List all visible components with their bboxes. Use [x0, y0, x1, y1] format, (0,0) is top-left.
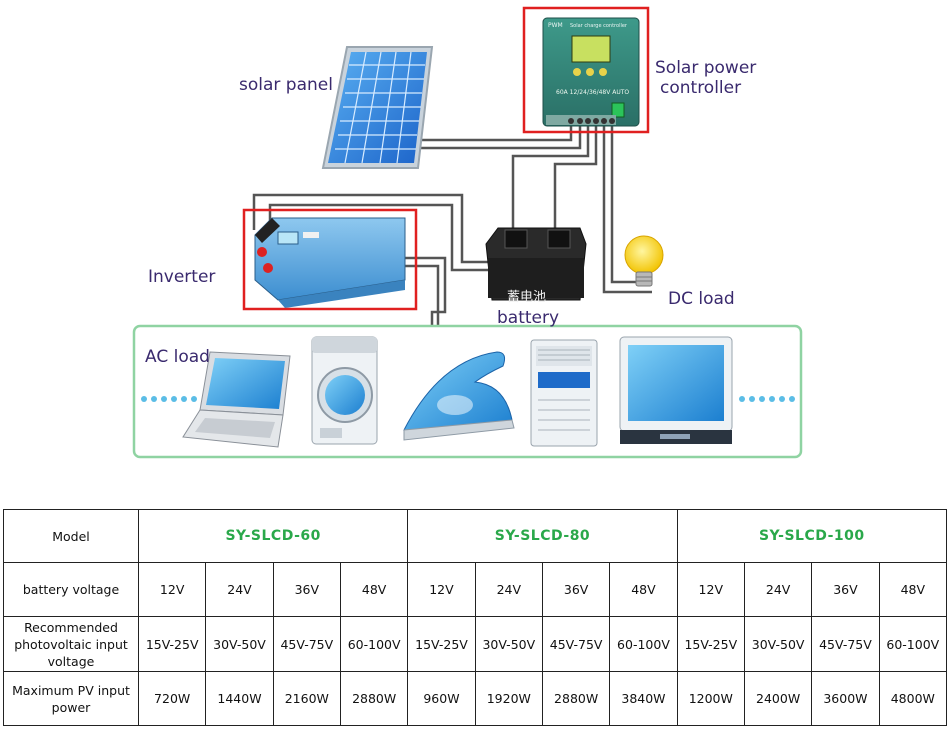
inverter-icon — [254, 217, 406, 308]
table-cell: 2400W — [743, 671, 813, 726]
table-cell: 720W — [137, 671, 207, 726]
table-cell: 3840W — [609, 671, 678, 726]
table-cell: 1200W — [676, 671, 745, 726]
washing-machine-icon — [311, 336, 378, 445]
tv-icon — [619, 336, 733, 444]
table-cell: 48V — [339, 562, 409, 617]
model-header: Model — [3, 509, 139, 563]
table-row-model: Model SY-SLCD-60 SY-SLCD-80 SY-SLCD-100 — [3, 509, 948, 563]
table-cell: 12V — [676, 562, 745, 617]
table-cell: 60-100V — [339, 616, 409, 672]
dots-left-icon — [141, 396, 197, 402]
table-cell: 36V — [811, 562, 880, 617]
inverter-label: Inverter — [148, 267, 215, 287]
table-cell: 2160W — [272, 671, 341, 726]
controller-label-line2: controller — [660, 78, 741, 98]
table-row-battery-voltage: battery voltage 12V 24V 36V 48V 12V 24V … — [3, 562, 948, 617]
table-cell: 15V-25V — [137, 616, 207, 672]
ac-load-label: AC load — [145, 347, 210, 367]
table-cell: 60-100V — [609, 616, 678, 672]
table-cell: 15V-25V — [407, 616, 476, 672]
table-cell: 24V — [474, 562, 543, 617]
solar-panel-icon — [321, 46, 434, 169]
dots-right-icon — [739, 396, 795, 402]
table-cell: 24V — [743, 562, 813, 617]
light-bulb-icon — [624, 235, 664, 287]
table-cell: 45V-75V — [541, 616, 611, 672]
table-cell: 48V — [609, 562, 678, 617]
table-cell: 960W — [407, 671, 476, 726]
controller-highlight-box — [522, 6, 650, 134]
table-cell: 30V-50V — [743, 616, 813, 672]
table-cell: 1920W — [474, 671, 543, 726]
table-cell: 2880W — [541, 671, 611, 726]
air-purifier-icon — [530, 339, 598, 447]
table-cell: 30V-50V — [474, 616, 543, 672]
battery-icon — [485, 227, 587, 301]
wiring — [252, 124, 652, 327]
table-cell: 36V — [272, 562, 341, 617]
table-row-pv-voltage: Recommended photovoltaic input voltage 1… — [3, 616, 948, 672]
model-name: SY-SLCD-60 — [137, 509, 409, 563]
controller-spec: 60A 12/24/36/48V AUTO — [556, 89, 629, 96]
iron-icon — [403, 351, 515, 441]
model-name: SY-SLCD-100 — [676, 509, 948, 563]
table-cell: 45V-75V — [272, 616, 341, 672]
table-cell: 1440W — [205, 671, 274, 726]
inverter-highlight-box — [242, 208, 418, 311]
dc-load-label: DC load — [668, 289, 735, 309]
model-name: SY-SLCD-80 — [407, 509, 678, 563]
table-cell: 48V — [878, 562, 948, 617]
diagram-canvas: PWM Solar charge controller 60A 12/24/36… — [132, 6, 803, 459]
row-label: Recommended photovoltaic input voltage — [3, 616, 139, 672]
laptop-icon — [182, 351, 291, 448]
table-cell: 15V-25V — [676, 616, 745, 672]
table-cell: 12V — [137, 562, 207, 617]
row-label: Maximum PV input power — [3, 671, 139, 726]
table-cell: 4800W — [878, 671, 948, 726]
ac-load-box — [132, 324, 803, 459]
solar-panel-label: solar panel — [239, 75, 333, 95]
row-label: battery voltage — [3, 562, 139, 617]
table-cell: 2880W — [339, 671, 409, 726]
controller-subtitle: Solar charge controller — [570, 23, 628, 29]
table-cell: 36V — [541, 562, 611, 617]
system-diagram: PWM Solar charge controller 60A 12/24/36… — [132, 6, 803, 459]
controller-icon — [542, 17, 640, 127]
battery-chinese-text: 蓄电池 — [507, 290, 546, 305]
spec-table: Model SY-SLCD-60 SY-SLCD-80 SY-SLCD-100 … — [3, 509, 948, 726]
controller-brand: PWM — [548, 22, 563, 29]
table-cell: 24V — [205, 562, 274, 617]
table-cell: 3600W — [811, 671, 880, 726]
table-cell: 60-100V — [878, 616, 948, 672]
table-cell: 12V — [407, 562, 476, 617]
table-cell: 45V-75V — [811, 616, 880, 672]
battery-label: battery — [497, 308, 559, 328]
controller-label-line1: Solar power — [655, 58, 756, 78]
table-cell: 30V-50V — [205, 616, 274, 672]
table-row-pv-power: Maximum PV input power 720W 1440W 2160W … — [3, 671, 948, 726]
